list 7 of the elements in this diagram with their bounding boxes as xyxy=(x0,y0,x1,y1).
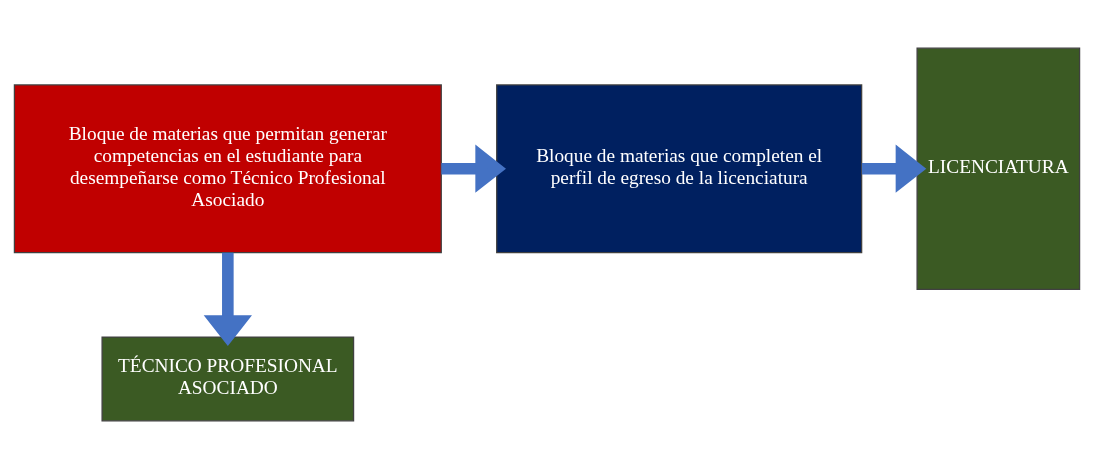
node-box: LICENCIATURA xyxy=(916,47,1081,290)
node-box: TÉCNICO PROFESIONAL ASOCIADO xyxy=(101,335,355,421)
arrow xyxy=(203,252,252,346)
node-box: Bloque de materias que completen el perfil de egreso de la licenciatura xyxy=(496,83,863,253)
arrow xyxy=(861,144,927,193)
arrow xyxy=(441,144,506,193)
node-box: Bloque de materias que permitan generar competencias en el estudiante para desempeñarse como Técnico Profesional Asociado xyxy=(13,83,442,253)
